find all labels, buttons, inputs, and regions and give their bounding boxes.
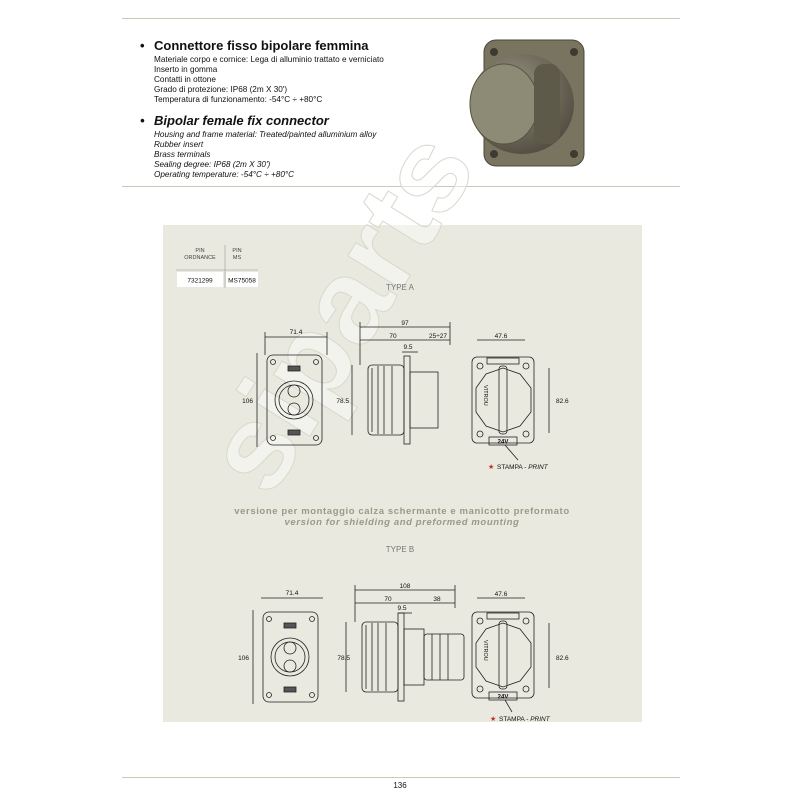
dimension-label: 9.5 [397,605,406,612]
type-b-label: TYPE B [386,545,414,554]
english-line: Operating temperature: -54°C ÷ +80°C [154,170,295,179]
italian-line: Inserto in gomma [154,65,218,74]
pin-table: PIN ORDNANCE PIN MS 7321299 MS75058 [176,245,258,288]
type-a-front-view: 71.4 106 [242,329,328,447]
italian-title: Connettore fisso bipolare femmina [140,38,462,53]
watermark-logo: siparts [178,109,500,514]
table-header-line: ORDNANCE [184,255,216,261]
dimension-label: 38 [433,596,441,603]
footer-rule [122,777,680,778]
dimension-label: 78.5 [337,655,350,662]
table-cell: MS75058 [228,278,256,285]
dimension-label: 70 [384,596,392,603]
dimension-label: 97 [401,320,409,327]
italian-line: Temperatura di funzionamento: -54°C ÷ +8… [154,95,323,104]
table-header-line: MS [233,255,242,261]
dimension-label: 82.6 [556,398,569,405]
dimension-label: 71.4 [290,329,303,336]
technical-drawing-panel [163,225,642,722]
star-icon: ★ [490,715,496,723]
star-icon: ★ [488,463,494,471]
print-note: STAMPA - PRINT [497,464,549,471]
table-cell: 7321299 [187,278,213,285]
type-a-back-view: 24V VITROU 47.6 82.6 ★ STAMPA - PRINT [471,333,569,471]
italian-line: Grado di protezione: IP68 (2m X 30') [154,85,288,94]
brand-marking: VITROU [482,385,488,406]
dimension-label: 70 [389,333,397,340]
product-description: Connettore fisso bipolare femmina Materi… [140,38,462,180]
header-bottom-rule [122,186,680,187]
variant-note-italian: versione per montaggio calza schermante … [234,506,569,517]
dimension-label: 78.5 [336,398,349,405]
top-rule [122,18,680,19]
dimension-label: 106 [238,655,249,662]
voltage-marking: 24V [498,440,509,446]
table-header-line: PIN [195,248,204,254]
connector-photo [469,39,585,167]
italian-line: Materiale corpo e cornice: Lega di allum… [154,55,384,64]
voltage-marking: 24V [498,695,509,701]
dimension-label: 9.5 [403,344,412,351]
english-line: Sealing degree: IP68 (2m X 30') [154,160,271,169]
english-line: Rubber insert [154,140,204,149]
table-header-line: PIN [232,248,241,254]
english-line: Brass terminals [154,150,211,159]
type-b-back-view: 24V VITROU 47.6 82.6 ★ STAMPA - PRINT [471,591,569,723]
page-number: 136 [393,781,407,790]
type-b-side-view: 108 70 38 9.5 78.5 [337,583,465,702]
brand-marking: VITROU [482,640,488,661]
type-b-drawing: TYPE B 71.4 106 108 70 38 9.5 [238,545,569,723]
dimension-label: 106 [242,398,253,405]
dimension-label: 71.4 [286,590,299,597]
dimension-label: 47.6 [495,333,508,340]
dimension-label: 25÷27 [429,333,447,340]
type-b-front-view: 71.4 106 [238,590,323,704]
print-note: STAMPA - PRINT [499,716,551,723]
type-a-side-view: 97 70 25÷27 9.5 78.5 [336,320,451,445]
type-a-label: TYPE A [386,283,415,292]
english-line: Housing and frame material: Treated/pain… [154,130,377,139]
dimension-label: 47.6 [495,591,508,598]
dimension-label: 82.6 [556,655,569,662]
variant-note-english: version for shielding and preformed moun… [285,517,520,528]
dimension-label: 108 [400,583,411,590]
italian-line: Contatti in ottone [154,75,216,84]
type-a-drawing: TYPE A 71.4 106 97 70 25÷27 9.5 [242,283,569,471]
english-title: Bipolar female fix connector [140,113,462,128]
